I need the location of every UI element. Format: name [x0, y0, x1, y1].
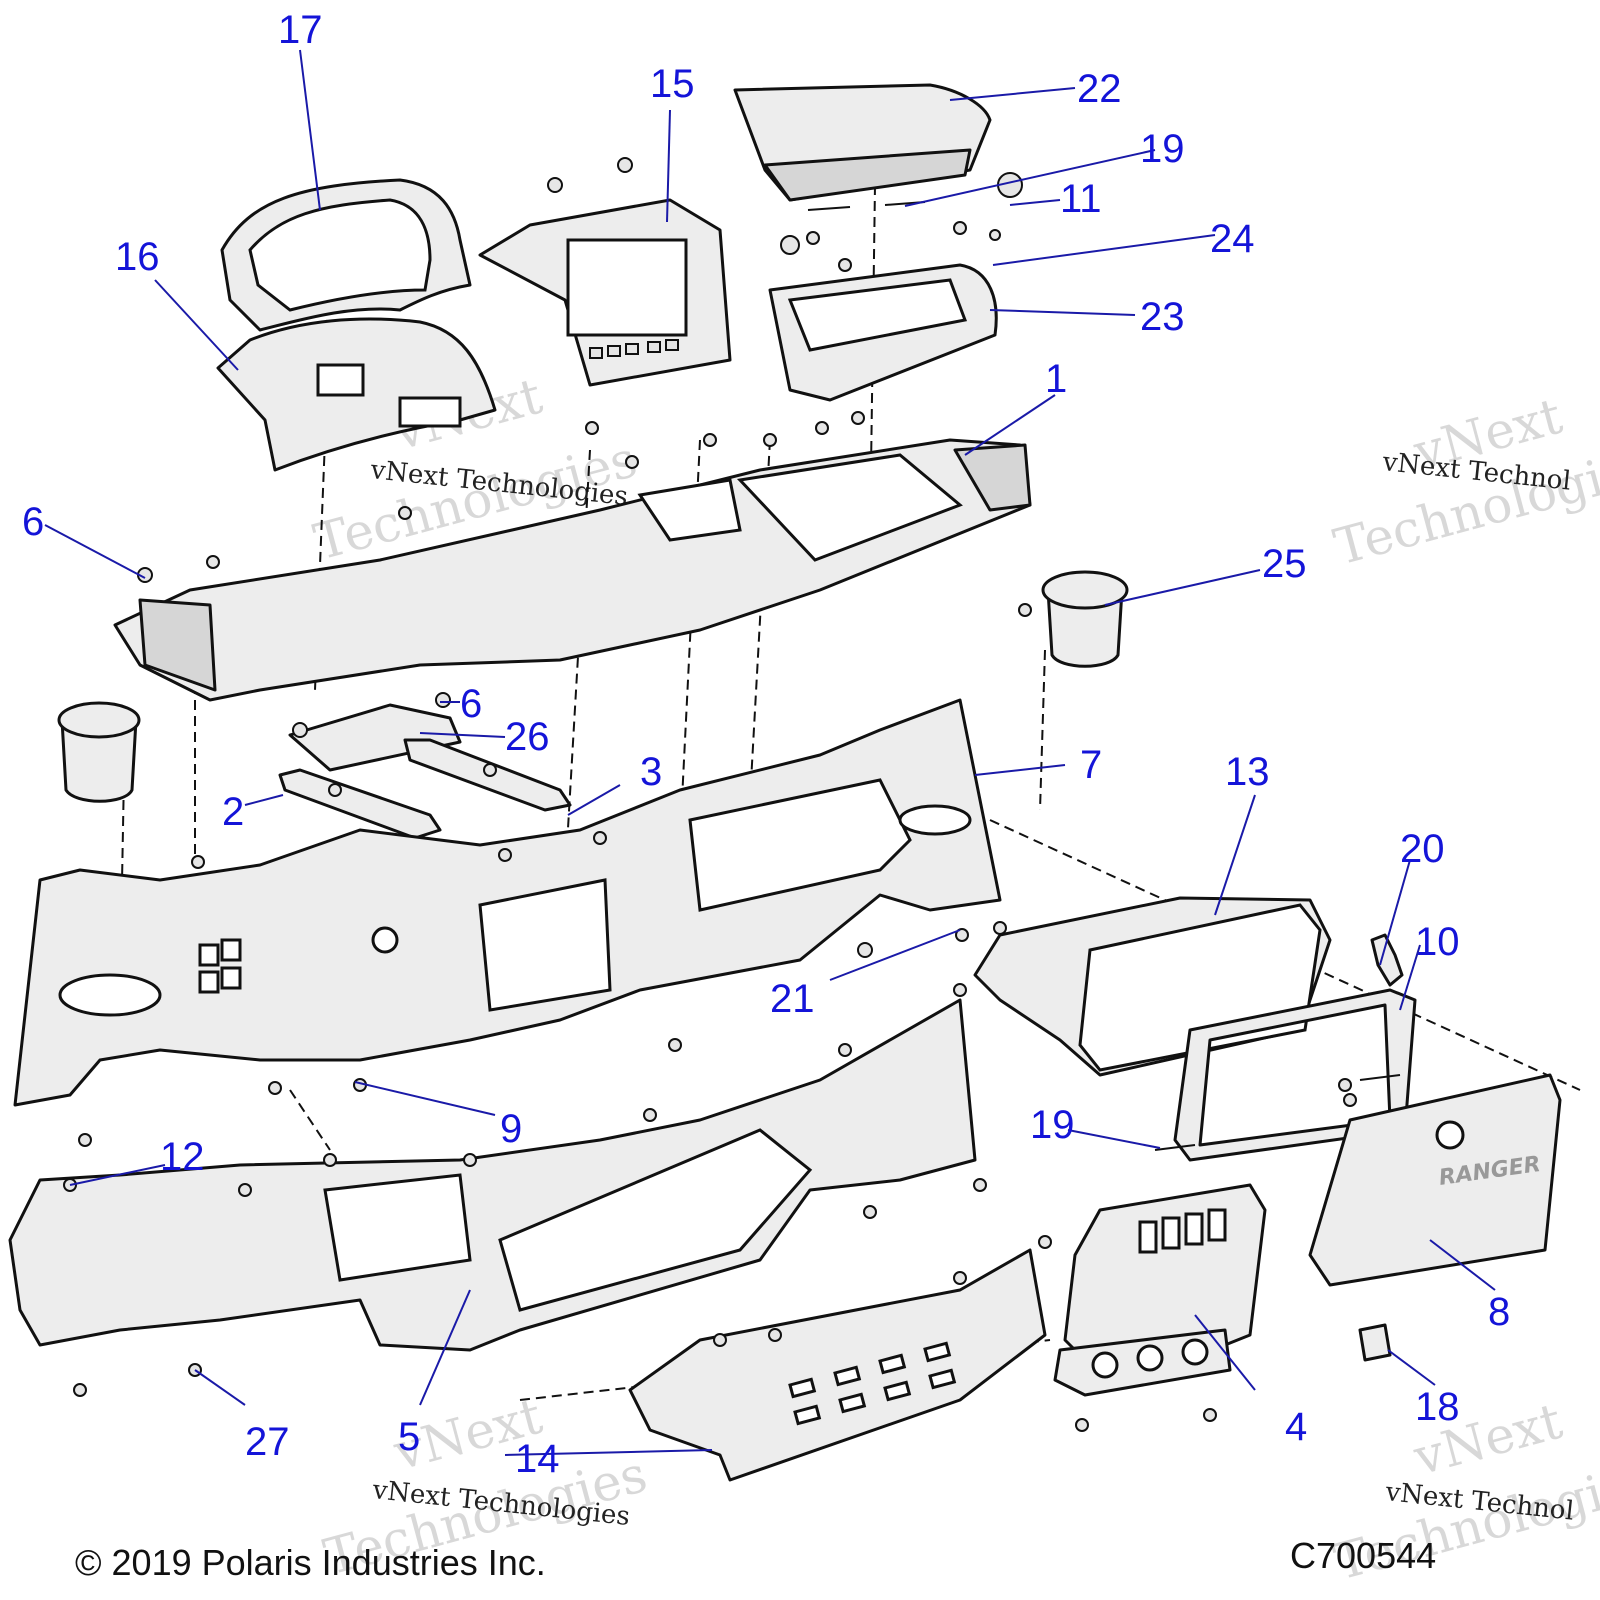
cup-holder-right	[1046, 588, 1124, 668]
fasteners	[63, 157, 1401, 1432]
lower-dash-opening	[498, 1128, 813, 1312]
power-outlet	[1136, 1344, 1164, 1372]
callout-7: 7	[1080, 743, 1102, 787]
upper-dash-end	[953, 443, 1032, 512]
cover-plate	[288, 703, 462, 772]
lower-storage-tray	[628, 1248, 1047, 1482]
callout-5: 5	[398, 1415, 420, 1459]
callout-6: 6	[460, 682, 482, 726]
instrument-housing-slot	[398, 396, 462, 428]
callout-27: 27	[245, 1420, 290, 1464]
callout-1: 1	[1045, 357, 1067, 401]
dash-knob-hole	[371, 926, 399, 954]
cup-holder-left	[60, 718, 138, 803]
switch-blank	[1358, 1323, 1392, 1362]
cup-holder-well	[58, 973, 162, 1017]
instrument-bezel-window	[248, 198, 432, 312]
display-buttons	[589, 339, 679, 359]
callout-24: 24	[1210, 217, 1255, 261]
top-storage-cover-face	[763, 148, 972, 202]
callout-8: 8	[1488, 1290, 1510, 1334]
lower-dash-opening	[323, 1173, 472, 1282]
display-screen	[566, 238, 688, 337]
callout-12: 12	[160, 1135, 205, 1179]
callout-11: 11	[1060, 177, 1102, 221]
copyright-notice: © 2019 Polaris Industries Inc.	[75, 1542, 546, 1583]
power-outlet	[1091, 1351, 1119, 1379]
leader-lines	[44, 49, 1496, 1456]
cup-holder-right-rim	[1041, 570, 1129, 610]
callout-22: 22	[1077, 67, 1122, 111]
callout-3: 3	[640, 750, 662, 794]
callout-18: 18	[1415, 1385, 1460, 1429]
glove-box-door	[1308, 1073, 1562, 1287]
glove-box-lock	[1370, 933, 1404, 987]
storage-bin-opening	[787, 278, 968, 352]
callout-6: 6	[22, 500, 44, 544]
callout-14: 14	[515, 1437, 560, 1481]
callout-13: 13	[1225, 750, 1270, 794]
callout-19: 19	[1030, 1103, 1075, 1147]
upper-dash-recess	[736, 453, 963, 562]
callout-20: 20	[1400, 827, 1445, 871]
callout-15: 15	[650, 62, 695, 106]
callout-23: 23	[1140, 295, 1185, 339]
callout-25: 25	[1262, 542, 1307, 586]
callout-21: 21	[770, 977, 815, 1021]
callout-labels: 1 2 3 4 5 6 6 7 8 9 10 11 12 13 14 15 16…	[22, 8, 1510, 1481]
dash-vent	[198, 938, 242, 994]
callout-4: 4	[1285, 1405, 1307, 1449]
lower-dash-panel	[8, 998, 977, 1352]
tray-slots	[788, 1341, 957, 1426]
main-dash-opening	[688, 778, 912, 912]
callout-2: 2	[222, 790, 244, 834]
upper-dash-recess	[637, 478, 742, 542]
cup-holder-left-rim	[57, 701, 141, 739]
callout-17: 17	[278, 8, 323, 52]
main-dash-opening	[478, 878, 612, 1012]
glove-box-latch	[1435, 1120, 1465, 1150]
callout-19: 19	[1140, 127, 1185, 171]
callout-9: 9	[500, 1107, 522, 1151]
instrument-housing-slot	[316, 363, 365, 397]
drawing-number: C700544	[1290, 1535, 1436, 1576]
callout-26: 26	[505, 715, 550, 759]
callout-10: 10	[1415, 920, 1460, 964]
upper-dash-end	[138, 598, 217, 692]
cup-holder-well	[898, 804, 972, 836]
bracket-left	[278, 768, 442, 840]
switch-slots	[1138, 1208, 1227, 1254]
callout-16: 16	[115, 235, 160, 279]
power-outlet	[1181, 1338, 1209, 1366]
